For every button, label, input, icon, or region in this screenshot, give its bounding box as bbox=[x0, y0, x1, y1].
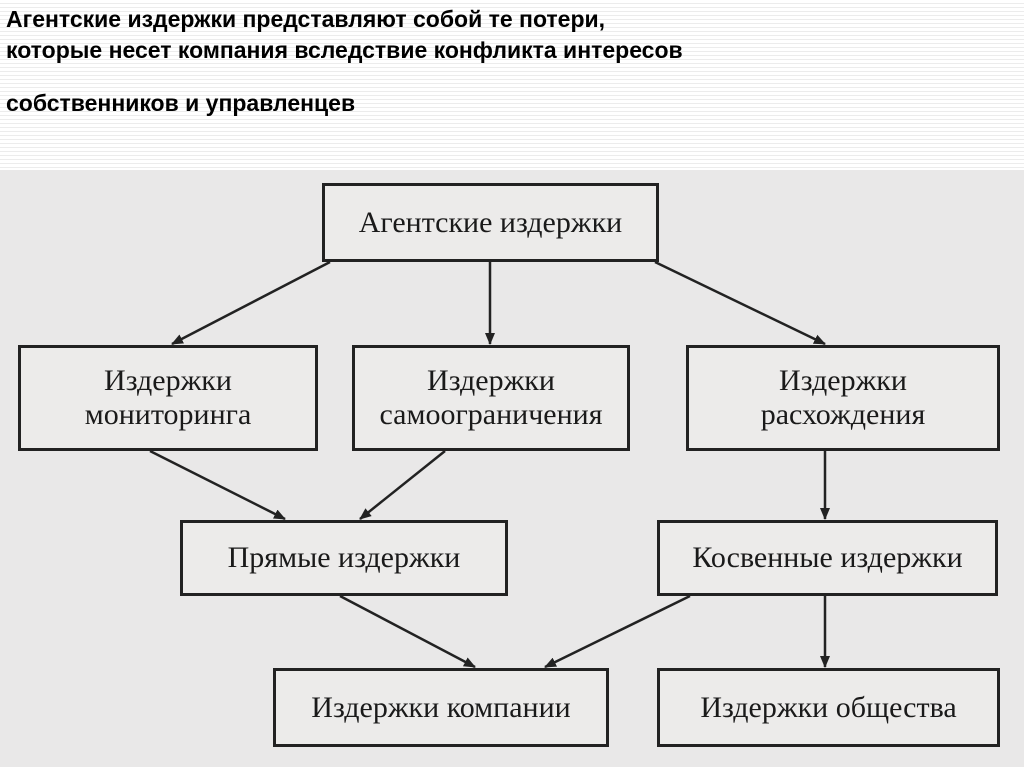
box-society-costs: Издержки общества bbox=[657, 668, 1000, 747]
box-indirect-costs: Косвенные издержки bbox=[657, 520, 998, 596]
box-direct-costs: Прямые издержки bbox=[180, 520, 508, 596]
title-line-3: собственников и управленцев bbox=[6, 90, 356, 116]
slide-title: Агентские издержки представляют собой те… bbox=[6, 4, 1016, 119]
box-monitoring-costs: Издержки мониторинга bbox=[18, 345, 318, 451]
title-line-2: которые несет компания вследствие конфли… bbox=[6, 37, 683, 63]
arrow-root-monitoring bbox=[171, 260, 331, 346]
title-line-1: Агентские издержки представляют собой те… bbox=[6, 6, 606, 32]
arrow-monitoring-direct bbox=[149, 449, 286, 521]
diagram-area bbox=[0, 170, 1024, 767]
arrow-root-divergence bbox=[654, 260, 826, 346]
box-divergence-costs: Издержки расхождения bbox=[686, 345, 1000, 451]
arrow-direct-company bbox=[339, 594, 476, 669]
arrow-indirect-company bbox=[544, 594, 691, 669]
arrow-self-direct bbox=[359, 450, 446, 520]
box-company-costs: Издержки компании bbox=[273, 668, 609, 747]
box-agency-costs: Агентские издержки bbox=[322, 183, 659, 262]
box-self-limitation-costs: Издержки самоограничения bbox=[352, 345, 630, 451]
